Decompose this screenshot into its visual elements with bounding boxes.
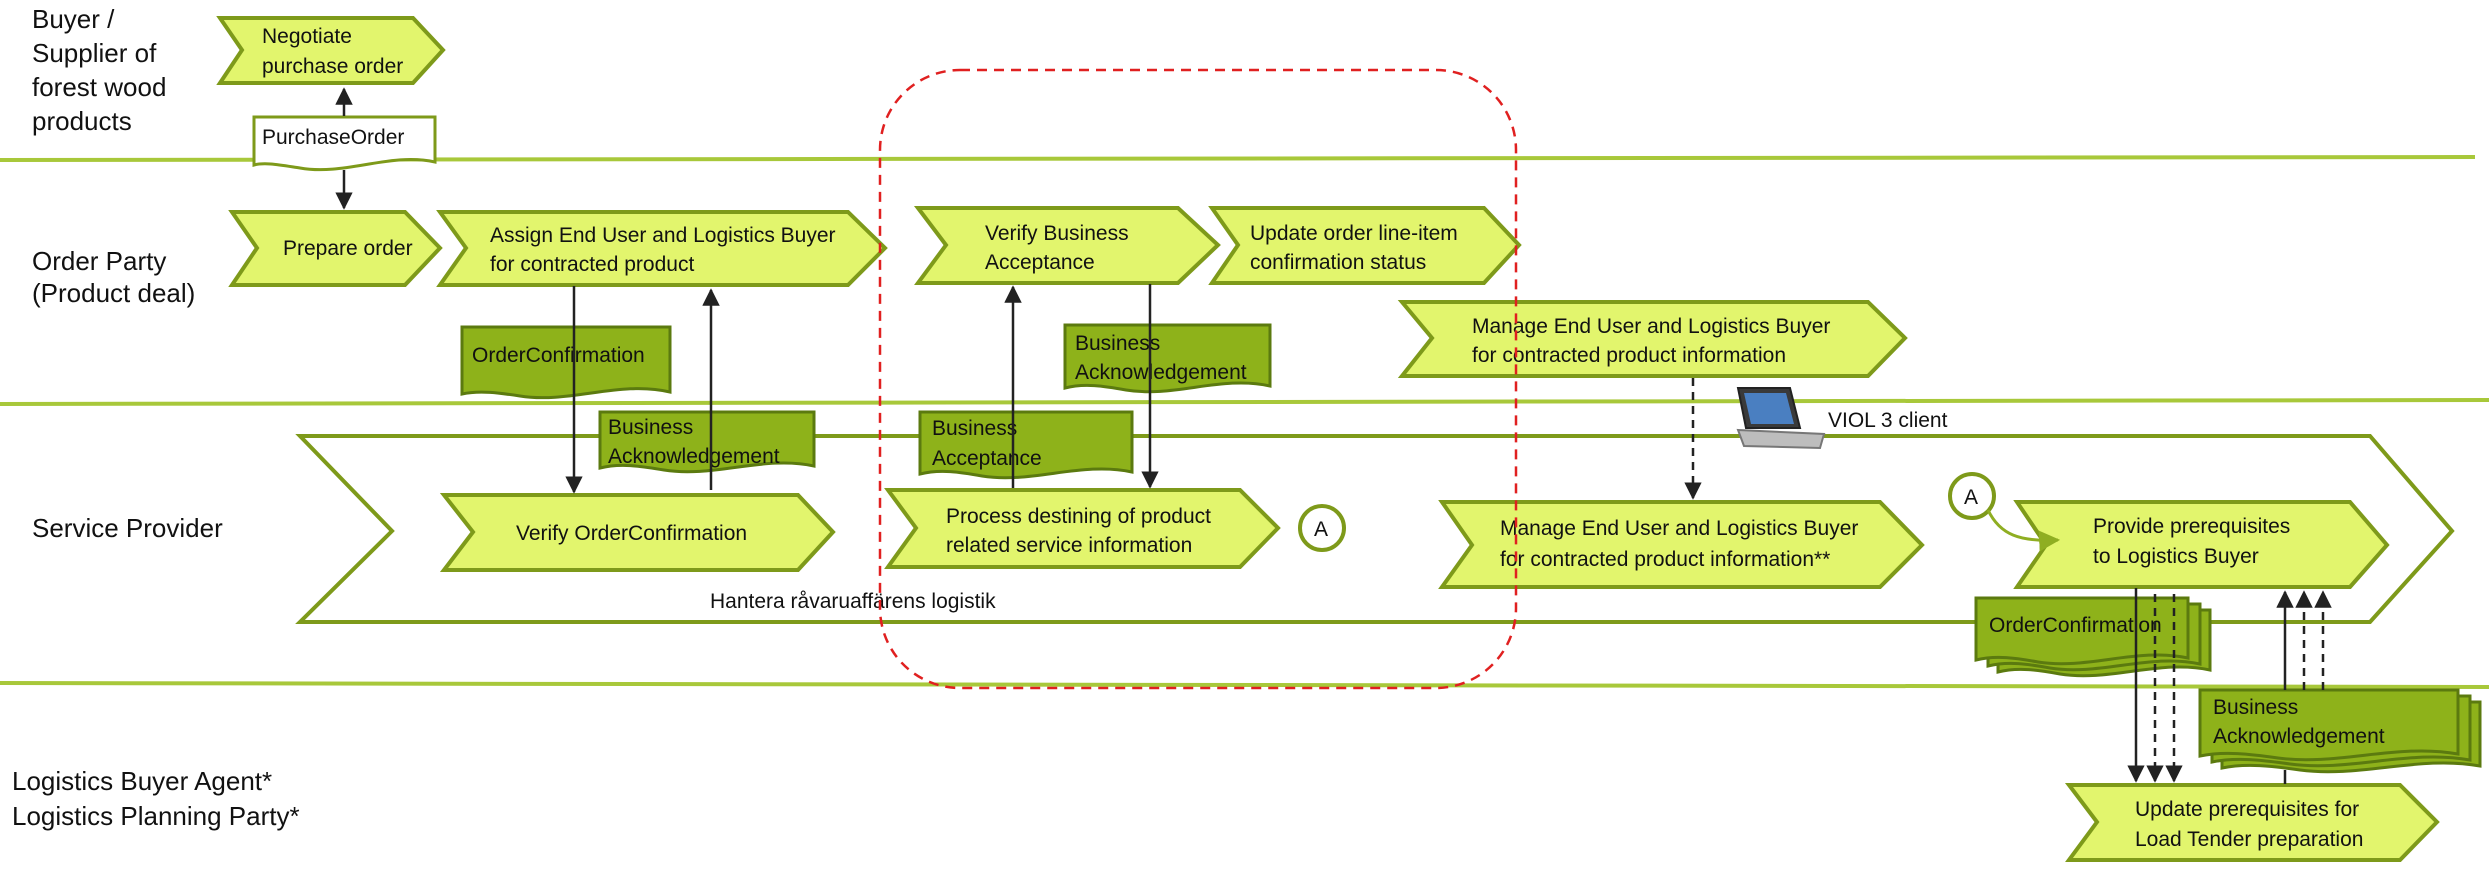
service-provider-chevron <box>295 434 2455 624</box>
process-label: to Logistics Buyer <box>2093 545 2259 568</box>
process-verify-order-confirmation[interactable]: Verify OrderConfirmation <box>439 493 836 572</box>
document-business-acceptance[interactable]: Business Acceptance <box>918 410 1134 480</box>
document-label: Business <box>932 417 1017 440</box>
document-label: Acknowledgement <box>608 445 780 468</box>
document-business-acknowledgement-1[interactable]: Business Acknowledgement <box>598 410 816 474</box>
lane-label-line: Order Party <box>32 246 166 276</box>
laptop-icon <box>1736 387 1826 450</box>
process-label: for contracted product information <box>1472 344 1786 367</box>
process-verify-business-acceptance[interactable]: Verify Business Acceptance <box>913 206 1221 285</box>
process-prepare-order[interactable]: Prepare order <box>228 210 443 287</box>
process-label: Provide prerequisites <box>2093 515 2290 538</box>
process-label: Load Tender preparation <box>2135 828 2363 851</box>
lane-label-buyer: Buyer / Supplier of forest wood products <box>32 4 166 136</box>
process-assign-end-user[interactable]: Assign End User and Logistics Buyer for … <box>436 210 888 287</box>
document-label: Business <box>608 416 693 439</box>
process-manage-end-user-order-party[interactable]: Manage End User and Logistics Buyer for … <box>1397 300 1908 378</box>
lane-divider-3 <box>0 681 2489 689</box>
document-label: Business <box>1075 332 1160 355</box>
process-label: Negotiate <box>262 25 352 48</box>
highlight-region <box>878 68 1518 690</box>
process-label: related service information <box>946 534 1192 557</box>
lane-label-order-party: Order Party (Product deal) <box>32 246 195 308</box>
lane-label-service-provider: Service Provider <box>32 513 223 543</box>
lane-label-logistics: Logistics Buyer Agent* Logistics Plannin… <box>12 766 300 831</box>
lane-label-line: forest wood <box>32 72 166 102</box>
lane-label-line: Buyer / <box>32 4 115 34</box>
connector-curve <box>1986 509 2061 552</box>
document-label: OrderConfirmation <box>1989 614 2162 637</box>
connector-label: A <box>1964 486 1978 509</box>
process-label: confirmation status <box>1250 251 1426 274</box>
lane-label-line: products <box>32 106 132 136</box>
document-business-acknowledgement-stack[interactable]: Business Acknowledgement <box>2198 688 2482 774</box>
document-label: Acceptance <box>932 447 1042 470</box>
connector-a-right[interactable]: A <box>1298 504 1346 552</box>
lane-label-line: Logistics Planning Party* <box>12 801 300 831</box>
process-label: Manage End User and Logistics Buyer <box>1472 315 1830 338</box>
viol-client-label: VIOL 3 client <box>1828 409 1948 432</box>
document-label: Acknowledgement <box>1075 361 1247 384</box>
lane-divider-2 <box>0 398 2489 406</box>
process-label: Verify Business <box>985 222 1129 245</box>
document-label: Acknowledgement <box>2213 725 2385 748</box>
connector-a-left[interactable]: A <box>1948 472 1996 520</box>
document-label: Business <box>2213 696 2298 719</box>
process-label: for contracted product information** <box>1500 548 1830 571</box>
document-label: PurchaseOrder <box>262 126 404 149</box>
lane-label-line: (Product deal) <box>32 278 195 308</box>
process-label: Acceptance <box>985 251 1095 274</box>
process-label: Manage End User and Logistics Buyer <box>1500 517 1858 540</box>
process-provide-prerequisites[interactable]: Provide prerequisites to Logistics Buyer <box>2013 500 2390 589</box>
process-label: for contracted product <box>490 253 694 276</box>
process-label: Process destining of product <box>946 505 1211 528</box>
connector-label: A <box>1314 518 1328 541</box>
document-business-acknowledgement-2[interactable]: Business Acknowledgement <box>1063 323 1272 394</box>
process-update-order-line-item[interactable]: Update order line-item confirmation stat… <box>1208 206 1522 285</box>
document-label: OrderConfirmation <box>472 344 645 367</box>
process-label: Update prerequisites for <box>2135 798 2359 821</box>
process-update-prerequisites[interactable]: Update prerequisites for Load Tender pre… <box>2064 783 2440 862</box>
process-label: Assign End User and Logistics Buyer <box>490 224 836 247</box>
document-purchase-order[interactable]: PurchaseOrder <box>252 115 437 172</box>
hantera-label: Hantera råvaruaffärens logistik <box>710 590 996 613</box>
process-manage-end-user-service-provider[interactable]: Manage End User and Logistics Buyer for … <box>1438 500 1925 589</box>
lane-label-line: Service Provider <box>32 513 223 543</box>
process-label: purchase order <box>262 55 403 78</box>
process-destining-product[interactable]: Process destining of product related ser… <box>884 488 1281 569</box>
lane-label-line: Logistics Buyer Agent* <box>12 766 272 796</box>
document-order-confirmation[interactable]: OrderConfirmation <box>460 325 672 400</box>
lane-label-line: Supplier of <box>32 38 157 68</box>
process-label: Prepare order <box>283 237 413 260</box>
process-label: Update order line-item <box>1250 222 1458 245</box>
process-label: Verify OrderConfirmation <box>516 522 747 545</box>
process-negotiate-purchase-order[interactable]: Negotiate purchase order <box>216 16 446 85</box>
